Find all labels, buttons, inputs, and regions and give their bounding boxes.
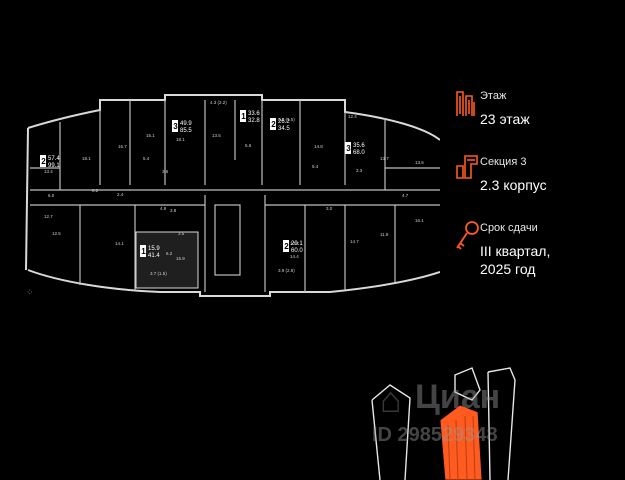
room-count-box — [140, 245, 146, 257]
section-icon — [456, 155, 478, 179]
room-area-label: 16.1 — [415, 218, 424, 223]
room-area-label: 3.8 (1.5) — [278, 117, 295, 122]
room-area-label: 4.3 (2.2) — [210, 100, 227, 105]
room-area-label: 14.4 — [290, 254, 299, 259]
room-area-label: 6.0 — [48, 193, 55, 198]
room-count: 1 — [241, 112, 246, 121]
apartment-area: 26.2 — [278, 119, 290, 125]
apartment-total-area: 32.8 — [248, 118, 260, 124]
apartment-area: 57.4 — [48, 156, 60, 162]
compass-icon: ⁘ — [26, 287, 34, 297]
apartment-total-area: 68.0 — [353, 150, 365, 156]
cian-logo-icon: ⌂ — [380, 379, 402, 420]
room-area-label: 14.7 — [350, 239, 359, 244]
room-area-label: 15.9 — [176, 256, 185, 261]
apartment-total-area: 60.0 — [291, 248, 303, 254]
room-count-box — [172, 120, 178, 132]
building-outline — [25, 94, 440, 297]
room-area-label: 4.7 — [402, 193, 409, 198]
deadline-value-line2: 2025 год — [480, 261, 536, 277]
floors-icon — [456, 91, 475, 116]
room-area-label: 14.1 — [115, 241, 124, 246]
watermark-brand: Циан — [415, 378, 501, 416]
room-count-box — [240, 110, 246, 122]
room-area-label: 12.7 — [44, 214, 53, 219]
room-area-label: 16.7 — [118, 144, 127, 149]
section-value: 2.3 корпус — [480, 177, 547, 193]
room-count: 2 — [41, 157, 46, 166]
room-area-label: 2.4 — [117, 192, 124, 197]
room-area-label: 14.8 — [314, 144, 323, 149]
room-area-label: 3.9 (2.8) — [278, 268, 295, 273]
room-area-label: 10.7 — [290, 241, 299, 246]
room-area-label: 8.2 — [92, 188, 99, 193]
apartment-total-area: 99.1 — [48, 163, 60, 169]
room-count-box — [283, 240, 289, 252]
key-icon — [456, 221, 479, 250]
apartment-total-area: 34.5 — [278, 126, 290, 132]
apartment-area: 29.1 — [291, 241, 303, 247]
room-area-label: 6.2 — [166, 251, 173, 256]
selected-apartment[interactable] — [135, 231, 199, 289]
floor-label: Этаж — [480, 90, 507, 102]
room-count: 3 — [346, 144, 351, 153]
deadline-label: Срок сдачи — [480, 222, 538, 234]
apartment-total-area: 85.5 — [180, 128, 192, 134]
room-area-label: 3.3 — [356, 168, 363, 173]
room-count-box — [40, 155, 46, 167]
room-count-box — [270, 118, 276, 130]
section-label: Секция 3 — [480, 156, 527, 168]
room-count-box — [345, 142, 351, 154]
room-area-label: 18.1 — [82, 156, 91, 161]
room-area-label: 11.9 — [380, 232, 389, 237]
room-area-label: 3.8 — [170, 208, 177, 213]
room-area-labels: 13.418.116.715.15.418.13.613.54.3 (2.2)5… — [44, 100, 424, 276]
room-count: 3 — [173, 122, 178, 131]
room-area-label: 13.6 — [415, 160, 424, 165]
apartment-area: 33.6 — [248, 111, 260, 117]
room-count: 2 — [284, 242, 289, 251]
room-area-label: 13.5 — [212, 133, 221, 138]
room-area-label: 3.6 — [162, 169, 169, 174]
room-area-label: 13.7 — [380, 156, 389, 161]
current-section-building — [439, 404, 483, 480]
room-count: 2 — [271, 120, 276, 129]
room-area-label: 5.4 — [312, 164, 319, 169]
room-area-label: 5.6 — [245, 143, 252, 148]
room-area-label: 18.1 — [176, 137, 185, 142]
floor-value: 23 этаж — [480, 111, 530, 127]
room-area-label: 15.1 — [146, 133, 155, 138]
room-area-label: 3.7 (1.5) — [150, 271, 167, 276]
room-area-label: 13.4 — [44, 169, 53, 174]
room-area-label: 5.4 — [143, 156, 150, 161]
room-area-label: 12.4 — [348, 114, 357, 119]
apartment-area: 15.9 — [148, 246, 160, 252]
room-area-label: 4.8 — [160, 206, 167, 211]
room-area-label: 3.0 — [326, 206, 333, 211]
watermark-id: ID 298529348 — [372, 424, 498, 446]
apartment-area: 35.6 — [353, 143, 365, 149]
apartment-total-area: 41.4 — [148, 253, 160, 259]
deadline-value-line1: III квартал, — [480, 243, 551, 259]
interior-walls — [30, 100, 440, 292]
room-area-label: 3.5 — [178, 231, 185, 236]
apartment-area: 49.9 — [180, 121, 192, 127]
room-area-label: 12.5 — [52, 231, 61, 236]
room-count: 1 — [141, 247, 146, 256]
